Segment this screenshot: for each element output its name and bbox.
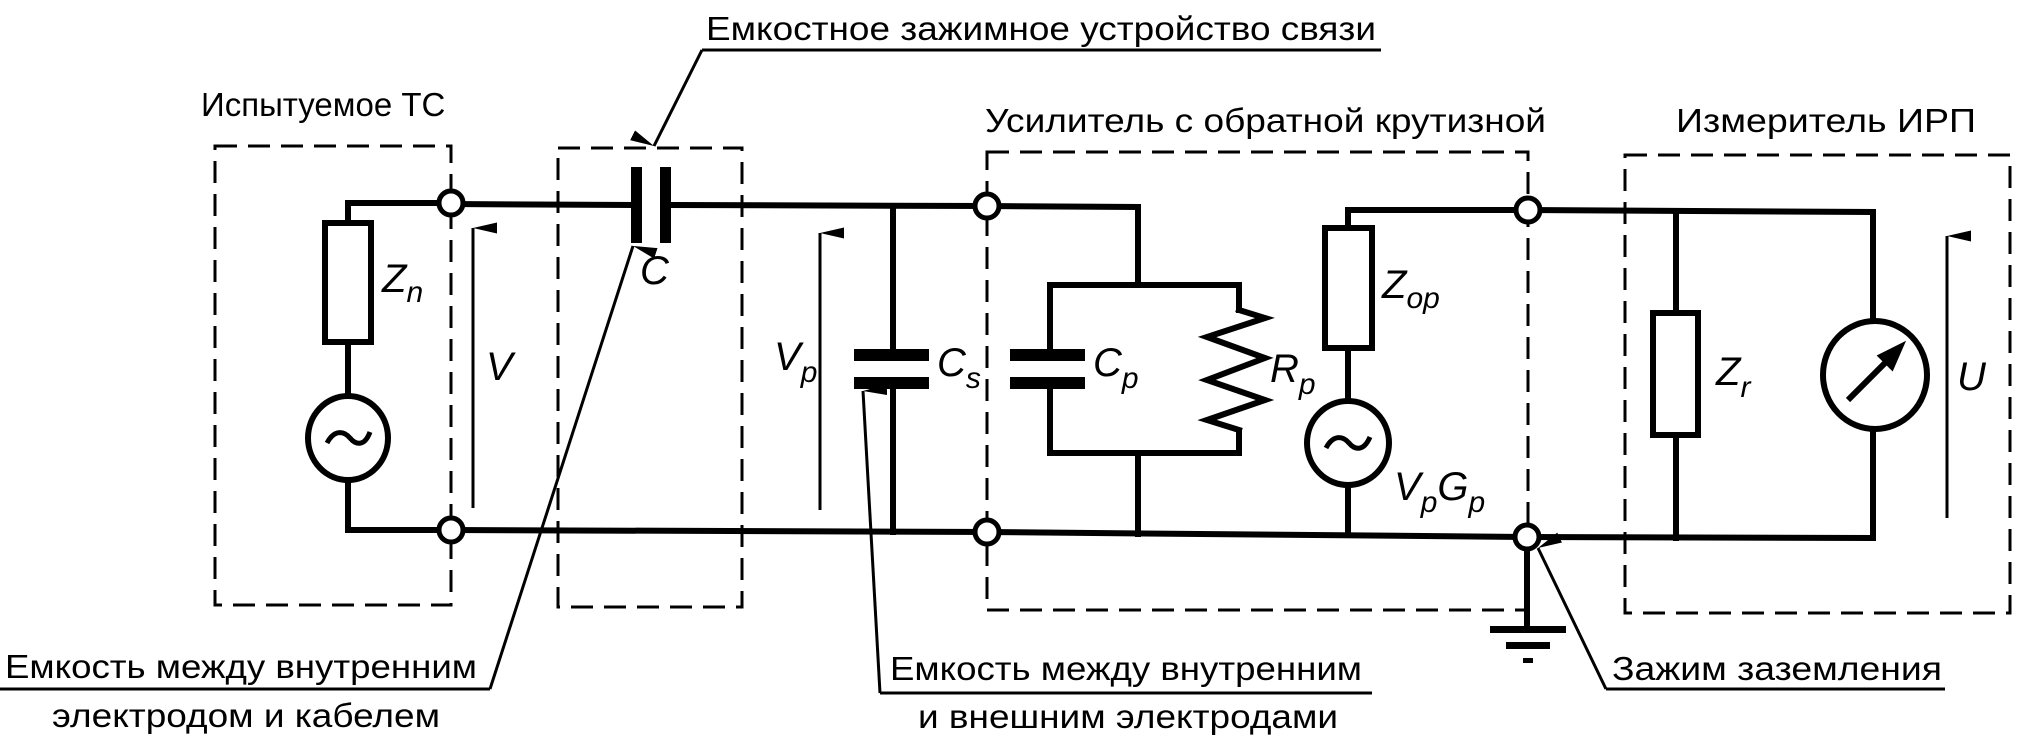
c-capacitor xyxy=(631,167,671,243)
cable-capacitance-callout: Емкость между внутренним электродом и ка… xyxy=(0,245,658,734)
meter-boundary xyxy=(1623,153,2012,615)
bottom-rail xyxy=(345,425,1876,542)
zop-label: Zop xyxy=(1381,263,1440,315)
amplifier-ac-source-icon xyxy=(1304,398,1392,488)
meter-icon xyxy=(1820,318,1930,432)
cs-label: Cs xyxy=(937,341,981,395)
ground-terminal xyxy=(1512,522,1542,552)
zn-label: Zn xyxy=(381,257,423,309)
eut-boundary xyxy=(213,144,453,607)
meter-title: Измеритель ИРП xyxy=(1676,102,1976,139)
amplifier-terminal-top xyxy=(972,191,1002,221)
top-rail xyxy=(345,200,1876,325)
output-terminal-top xyxy=(1513,195,1543,225)
cp-label: Cp xyxy=(1093,341,1139,395)
cable-capacitance-line1: Емкость между внутренним xyxy=(5,648,477,685)
eut-terminal-bottom xyxy=(436,515,466,545)
zop-resistor xyxy=(1322,225,1375,351)
eut-title: Испытуемое ТС xyxy=(201,86,445,123)
clamp-boundary xyxy=(556,146,744,609)
amplifier-terminal-bottom xyxy=(972,517,1002,547)
c-label: C xyxy=(640,249,670,293)
rp-resistor xyxy=(1197,306,1275,434)
cp-capacitor xyxy=(1010,349,1085,389)
u-label: U xyxy=(1957,355,1987,399)
zn-resistor xyxy=(322,220,374,345)
zr-label: Zr xyxy=(1715,350,1751,404)
v-label: V xyxy=(486,345,516,389)
amplifier-title: Усилитель с обратной крутизной xyxy=(985,102,1546,139)
cs-capacitor xyxy=(854,349,929,389)
rp-label: Rp xyxy=(1270,347,1316,401)
cp-rp-network xyxy=(1047,282,1242,537)
ground-icon xyxy=(1490,534,1566,663)
cable-capacitance-line2: электродом и кабелем xyxy=(52,697,440,734)
electrode-capacitance-line1: Емкость между внутренним xyxy=(890,650,1362,687)
clamp-leader xyxy=(630,48,1381,147)
vpgp-label: VpGp xyxy=(1394,465,1485,519)
electrode-capacitance-callout: Емкость между внутренним и внешним элект… xyxy=(861,384,1372,735)
zr-resistor xyxy=(1650,310,1701,438)
clamp-title: Емкостное зажимное устройство связи xyxy=(706,10,1376,47)
amplifier-boundary xyxy=(985,150,1530,612)
ground-clamp-label: Зажим заземления xyxy=(1612,650,1942,687)
vp-label: Vp xyxy=(774,335,817,389)
electrode-capacitance-line2: и внешним электродами xyxy=(918,698,1338,735)
eut-ac-source-icon xyxy=(305,393,391,483)
ground-clamp-callout: Зажим заземления xyxy=(1536,532,1945,691)
eut-terminal-top xyxy=(436,188,466,218)
